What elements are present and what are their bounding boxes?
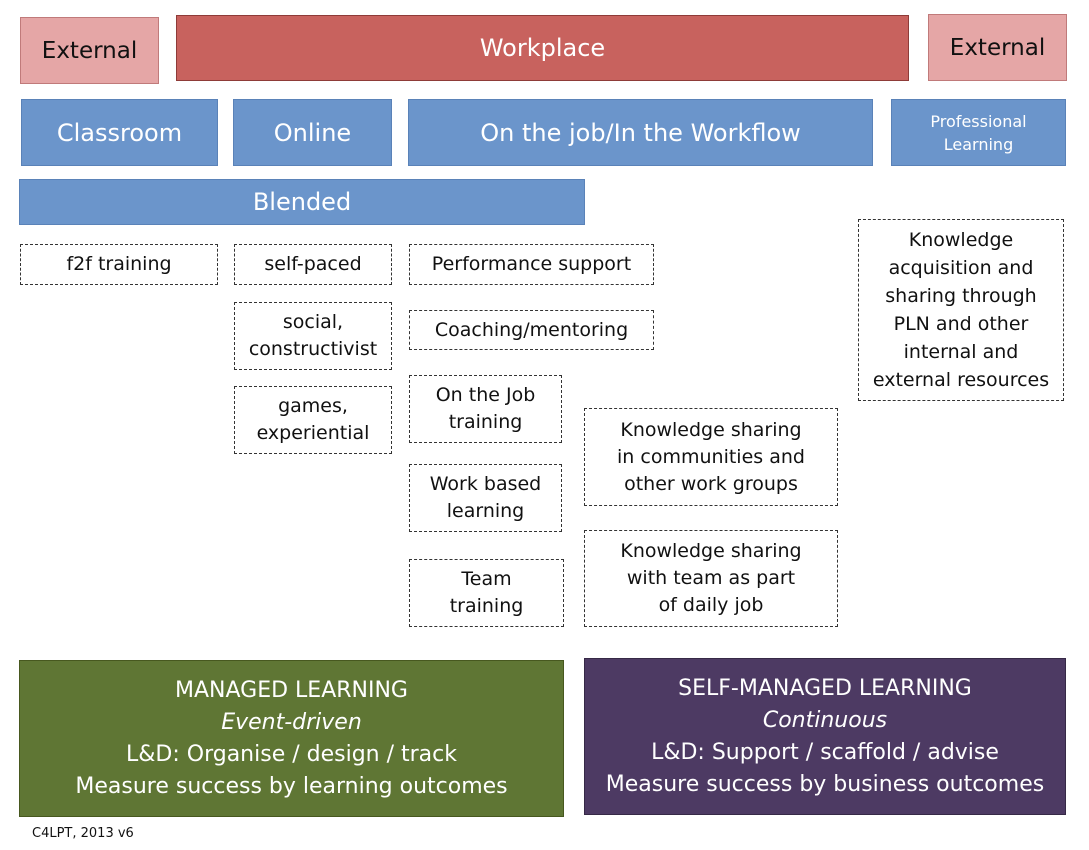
games-experiential-line: games, [278, 395, 348, 417]
managed-learning-role: L&D: Organise / design / track [126, 741, 457, 767]
workplace-label: Workplace [479, 34, 606, 62]
self-managed-learning-title: SELF-MANAGED LEARNING [678, 675, 972, 701]
knowledge-sharing-communities-line: other work groups [624, 472, 798, 495]
games-experiential-box: games, experiential [234, 386, 392, 454]
managed-learning-box: MANAGED LEARNING Event-driven L&D: Organ… [19, 660, 564, 817]
knowledge-acquisition-line: Knowledge [908, 229, 1014, 251]
games-experiential-line: experiential [256, 422, 370, 444]
knowledge-sharing-team-line: Knowledge sharing [620, 540, 802, 562]
classroom-label: Classroom [56, 118, 183, 147]
self-managed-learning-measure: Measure success by business outcomes [605, 771, 1045, 797]
external-right-label: External [949, 34, 1046, 61]
knowledge-sharing-team-line: of daily job [658, 594, 764, 616]
coaching-mentoring-label: Coaching/mentoring [434, 318, 629, 341]
on-the-job-training-line: On the Job [435, 384, 536, 406]
f2f-training-box: f2f training [20, 244, 218, 285]
online-box: Online [233, 99, 392, 166]
classroom-box: Classroom [21, 99, 218, 166]
on-the-job-label: On the job/In the Workflow [480, 118, 801, 147]
external-left-label: External [41, 37, 138, 64]
f2f-training-label: f2f training [66, 253, 172, 275]
knowledge-acquisition-line: sharing through [885, 285, 1037, 307]
knowledge-sharing-team-box: Knowledge sharing with team as part of d… [584, 530, 838, 627]
knowledge-sharing-communities-line: in communities and [617, 445, 805, 468]
knowledge-acquisition-pln-box: Knowledge acquisition and sharing throug… [858, 219, 1064, 401]
self-paced-box: self-paced [234, 244, 392, 285]
knowledge-acquisition-line: PLN and other [893, 313, 1029, 335]
professional-learning-line: Learning [943, 134, 1014, 154]
online-label: Online [273, 118, 352, 147]
on-the-job-training-box: On the Job training [409, 375, 562, 443]
knowledge-sharing-communities-line: Knowledge sharing [620, 418, 802, 441]
self-managed-learning-role: L&D: Support / scaffold / advise [651, 739, 999, 765]
knowledge-sharing-team-line: with team as part [626, 567, 796, 589]
footer-credit: C4LPT, 2013 v6 [32, 826, 134, 841]
knowledge-sharing-communities-box: Knowledge sharing in communities and oth… [584, 408, 838, 506]
self-managed-learning-subtitle: Continuous [762, 707, 888, 733]
blended-box: Blended [19, 179, 585, 225]
external-right-box: External [928, 14, 1067, 81]
social-constructivist-line: constructivist [248, 338, 378, 360]
workplace-box: Workplace [176, 15, 909, 81]
knowledge-acquisition-line: internal and [903, 341, 1019, 363]
knowledge-acquisition-line: acquisition and [888, 257, 1034, 279]
social-constructivist-line: social, [282, 311, 344, 333]
managed-learning-measure: Measure success by learning outcomes [75, 773, 508, 799]
self-paced-label: self-paced [264, 253, 362, 275]
on-the-job-training-line: training [448, 411, 523, 433]
team-training-box: Team training [409, 559, 564, 627]
professional-learning-box: Professional Learning [891, 99, 1066, 166]
performance-support-label: Performance support [431, 253, 632, 275]
team-training-line: Team [461, 568, 512, 590]
coaching-mentoring-box: Coaching/mentoring [409, 310, 654, 350]
professional-learning-line: Professional [930, 111, 1027, 131]
performance-support-box: Performance support [409, 244, 654, 285]
work-based-learning-line: learning [446, 500, 525, 522]
on-the-job-box: On the job/In the Workflow [408, 99, 873, 166]
blended-label: Blended [252, 188, 352, 216]
team-training-line: training [449, 595, 524, 617]
managed-learning-title: MANAGED LEARNING [175, 677, 408, 703]
external-left-box: External [20, 17, 159, 84]
work-based-learning-line: Work based [429, 473, 542, 495]
social-constructivist-box: social, constructivist [234, 302, 392, 370]
knowledge-acquisition-line: external resources [872, 369, 1050, 391]
work-based-learning-box: Work based learning [409, 464, 562, 532]
self-managed-learning-box: SELF-MANAGED LEARNING Continuous L&D: Su… [584, 658, 1066, 815]
managed-learning-subtitle: Event-driven [221, 709, 362, 735]
